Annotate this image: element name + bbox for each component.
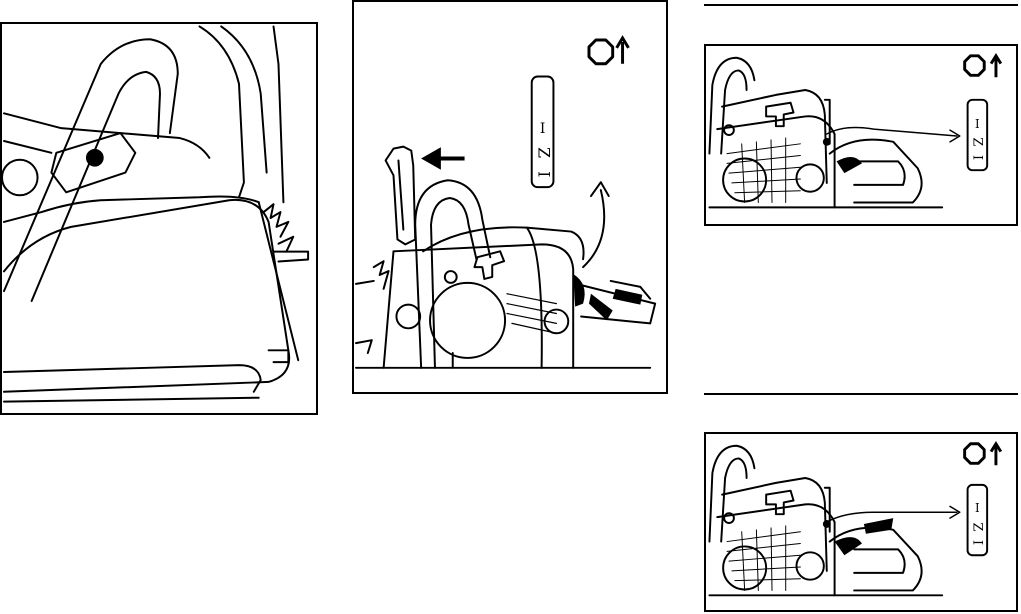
arrow-up-icon: [991, 444, 1001, 466]
switch-label-1: I: [540, 121, 545, 137]
section-rule-top: [704, 4, 1018, 6]
switch-label-1: I: [975, 501, 980, 515]
chainsaw-small-top-drawing: I Z I: [706, 46, 1016, 224]
switch-label-2: Z: [535, 147, 554, 158]
arrow-up-icon: [991, 56, 1001, 78]
switch-label-2: Z: [970, 522, 985, 531]
section-rule-bottom: [704, 393, 1018, 395]
choke-dot: [86, 149, 104, 167]
arrow-left-icon: [425, 151, 464, 167]
figure-middle-switch-operation: I Z I: [352, 0, 668, 394]
chainsaw-closeup-drawing: [2, 24, 316, 413]
switch-label-2: Z: [970, 137, 985, 146]
arrow-up-icon: [617, 38, 629, 64]
chainsaw-side-drawing: I Z I: [354, 2, 666, 392]
switch-label-3: I: [535, 171, 554, 177]
switch-label-3: I: [970, 540, 985, 545]
chainsaw-small-bottom-drawing: I Z I: [706, 434, 1016, 610]
figure-left-closeup: [0, 22, 318, 415]
octagon-stop-icon: [589, 40, 613, 64]
switch-label-1: I: [975, 117, 980, 131]
figure-right-bottom-position: I Z I: [704, 432, 1018, 612]
figure-right-top-position: I Z I: [704, 44, 1018, 226]
octagon-stop-icon: [965, 444, 985, 464]
octagon-stop-icon: [965, 56, 985, 76]
switch-label-3: I: [970, 155, 985, 160]
